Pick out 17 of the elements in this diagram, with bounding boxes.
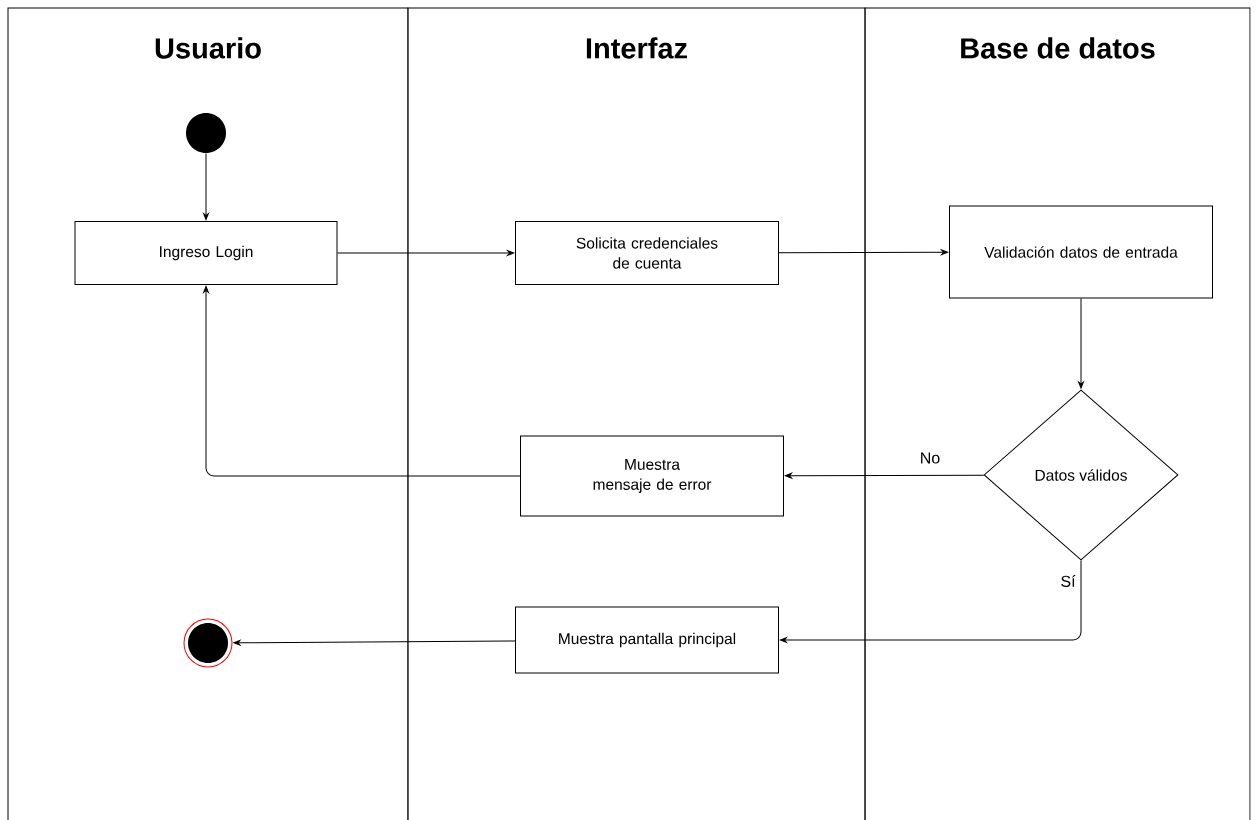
arrow (778, 249, 949, 256)
arrow (203, 285, 521, 477)
arrow (203, 153, 209, 221)
arrow (1078, 298, 1084, 389)
activity-box: Muestra mensaje de error (520, 435, 784, 517)
activity-box: Ingreso Login (74, 221, 338, 285)
arrow (233, 639, 516, 646)
start-node (186, 113, 226, 153)
end-node (183, 618, 233, 668)
arrow (337, 250, 515, 256)
arrow (779, 560, 1082, 643)
edge-label: Sí (1059, 574, 1077, 588)
activity-box: Validación datos de entrada (949, 205, 1213, 299)
activity-box: Muestra pantalla principal (515, 606, 779, 674)
edge-label: No (918, 451, 942, 465)
activity-box: Solicita credenciales de cuenta (515, 221, 779, 285)
arrow (784, 472, 985, 479)
